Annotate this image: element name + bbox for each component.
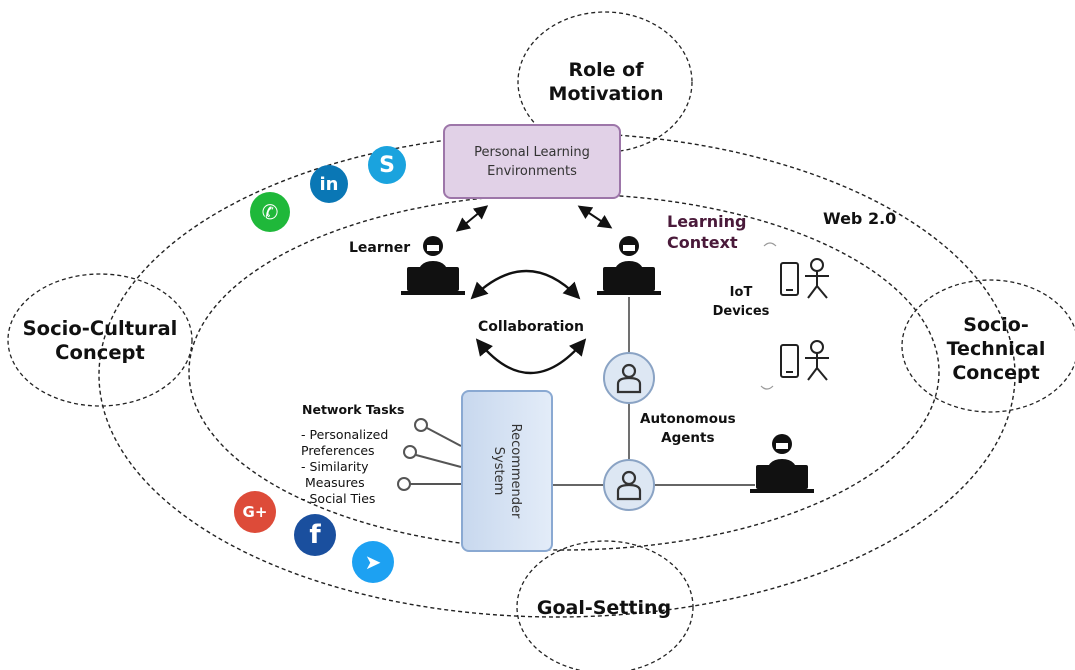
network-pin-3 [397,477,461,491]
googleplus-icon: G+ [234,491,276,533]
collaboration-label: Collaboration [478,319,585,335]
socio-cultural-label: Socio-Cultural Concept [22,317,178,364]
wifi-icon [760,242,777,390]
remote-learner-icon [750,434,814,493]
skype-icon: S [368,146,406,184]
network-pin-2 [403,445,462,468]
socio-cultural-circle [7,273,193,407]
goal-setting-label: Goal-Setting [536,597,672,619]
iot-device-icon-1 [780,258,829,299]
web20-label: Web 2.0 [823,209,897,228]
network-tasks-list: - Personalized Preferences - Similarity … [301,427,389,506]
learner-icon [401,236,465,295]
learning-context-label: Learning Context [667,212,747,252]
goal-setting-circle [516,540,694,670]
collaboration-arrow-top [470,269,581,300]
peer-learner-icon [597,236,661,295]
recommender-system-label: Recommender System [491,423,523,519]
twitter-icon: ➤ [352,541,394,583]
learner-label: Learner [349,240,411,256]
whatsapp-icon: ✆ [250,192,290,232]
ple-label-line1: Personal Learning [474,144,590,160]
network-tasks-title: Network Tasks [302,402,405,417]
linkedin-icon: in [310,165,348,203]
agent-icon-bottom [603,459,655,511]
iot-device-icon-2 [780,340,829,381]
network-pin-1 [414,418,462,447]
facebook-icon: f [294,514,336,556]
role-of-motivation-label: Role of Motivation [548,59,664,105]
iot-devices-label: IoT Devices [712,285,770,319]
web20-ellipse [98,132,1016,618]
collaboration-arrow-bottom [475,338,587,375]
personal-learning-environments-box: Personal Learning Environments [443,124,621,199]
ple-peer-arrow [577,205,613,229]
socio-technical-label: Socio- Technical Concept [946,314,1046,384]
ple-label-line2: Environments [487,163,577,179]
ple-learner-arrow [455,205,489,232]
role-of-motivation-circle [517,11,693,153]
socio-technical-circle [901,279,1075,413]
recommender-system-box [461,390,553,552]
agent-icon-top [603,352,655,404]
autonomous-agents-label: Autonomous Agents [640,411,736,446]
